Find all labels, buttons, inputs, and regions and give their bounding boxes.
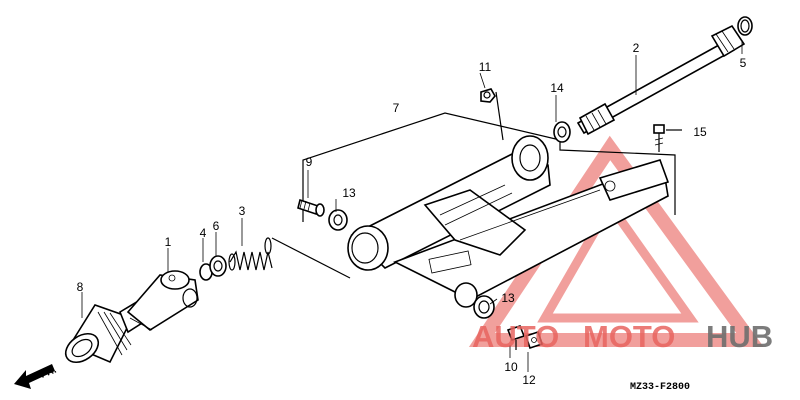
label-13-lower: 13 — [501, 291, 515, 305]
label-12: 12 — [522, 373, 536, 387]
label-14: 14 — [550, 81, 564, 95]
label-6: 6 — [213, 219, 220, 233]
oil-seal-part-14 — [553, 121, 571, 143]
watermark-moto: MOTO — [583, 319, 675, 354]
swing-arm-part-7 — [347, 135, 670, 308]
washer-part-6 — [209, 255, 227, 277]
nut-part-11 — [480, 88, 496, 103]
leader-line-spring — [271, 237, 351, 279]
bearing-part-13-upper — [328, 209, 348, 231]
drive-shaft-part-2 — [576, 24, 746, 136]
figure-code: MZ33-F2800 — [630, 382, 690, 393]
watermark-text: AUTO MOTO HUB — [472, 319, 773, 354]
label-9: 9 — [306, 155, 313, 169]
label-10: 10 — [504, 360, 518, 374]
front-direction-label: FR. — [39, 364, 58, 380]
leader-lines — [81, 40, 743, 372]
front-direction-arrow: FR. — [14, 364, 58, 389]
bearing-part-13-lower — [473, 295, 495, 319]
watermark-hub: HUB — [706, 319, 773, 354]
label-3: 3 — [239, 204, 246, 218]
grease-fitting-part-10 — [506, 325, 526, 350]
part-number-labels: 1 2 3 4 5 6 7 8 9 10 11 12 13 13 14 15 — [77, 41, 747, 387]
label-2: 2 — [633, 41, 640, 55]
spring-part-3 — [228, 237, 273, 271]
label-8: 8 — [77, 280, 84, 294]
label-5: 5 — [740, 56, 747, 70]
label-11: 11 — [479, 60, 492, 74]
universal-joint-part-1 — [126, 270, 199, 331]
label-1: 1 — [165, 235, 172, 249]
bolt-part-15 — [653, 124, 665, 152]
label-4: 4 — [200, 226, 207, 240]
label-15: 15 — [693, 125, 707, 139]
leader-line-11 — [495, 91, 504, 141]
label-7: 7 — [393, 101, 400, 115]
watermark-auto: AUTO — [472, 319, 559, 354]
o-ring-part-5 — [737, 16, 753, 36]
cap-part-12 — [524, 330, 544, 350]
pivot-bolt-part-9 — [297, 198, 325, 217]
label-13-upper: 13 — [342, 186, 356, 200]
